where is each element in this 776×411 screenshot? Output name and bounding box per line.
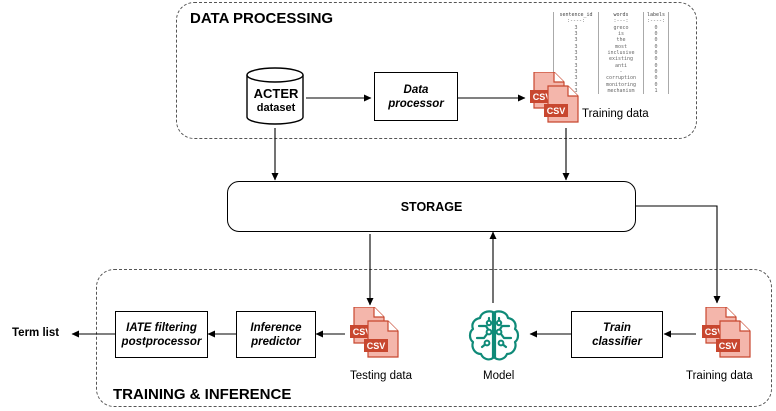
training-inference-group — [96, 269, 772, 407]
csv-text: CSV — [533, 92, 552, 102]
data-processing-title: DATA PROCESSING — [190, 10, 334, 27]
table-preview-cell: labels — [643, 12, 669, 19]
database-icon — [246, 67, 304, 125]
table-preview-cell: 3 — [553, 31, 598, 38]
table-preview-cell: 0 — [643, 75, 669, 82]
csv-text: CSV — [719, 341, 738, 351]
term-list-label: Term list — [12, 327, 60, 339]
table-preview-cell: most — [598, 43, 643, 51]
storage-box: STORAGE — [227, 181, 636, 232]
table-preview-cell: monitoring — [598, 81, 643, 89]
table-preview-cell: :----: — [553, 18, 598, 25]
train-classifier-box: Train classifier — [571, 311, 663, 358]
model-label: Model — [483, 370, 515, 382]
data-processing-group — [176, 2, 697, 139]
table-preview-cell: 3 — [553, 37, 598, 44]
table-preview-cell: 0 — [643, 50, 669, 57]
table-preview-cell: 3 — [553, 24, 598, 32]
testing-data-label: Testing data — [350, 370, 413, 382]
table-preview-cell: the — [598, 37, 643, 44]
table-preview-cell: 3 — [553, 50, 598, 57]
csv-file-icon: CSV CSV — [528, 71, 582, 137]
table-preview-cell: 0 — [643, 24, 669, 32]
brain-circuit-icon — [468, 310, 520, 361]
table-preview-cell: words — [598, 12, 643, 19]
csv-text: CSV — [705, 327, 724, 337]
table-preview-cell: 3 — [553, 56, 598, 63]
arrow-storage-to-train-data — [636, 205, 721, 304]
inference-predictor-box: Inference predictor — [236, 311, 316, 358]
table-preview-cell: 0 — [643, 81, 669, 89]
table-preview-cell: is — [598, 31, 643, 38]
csv-file-icon: CSV CSV — [348, 306, 402, 372]
table-preview-cell: 0 — [643, 43, 669, 51]
table-preview-cell: :---: — [598, 18, 643, 25]
table-preview-cell: corruption — [598, 75, 643, 82]
table-preview-cell: :----: — [643, 18, 669, 25]
table-preview-cell: 0 — [643, 31, 669, 38]
table-preview-cell: 0 — [643, 69, 669, 76]
table-preview-cell: 0 — [643, 62, 669, 70]
table-preview-cell: mechanism — [598, 88, 643, 95]
table-preview-cell: - — [598, 69, 643, 76]
table-preview-cell: existing — [598, 56, 643, 63]
training-inference-title: TRAINING & INFERENCE — [113, 386, 292, 403]
csv-file-icon: CSV CSV — [700, 306, 754, 372]
training-data-label: Training data — [686, 370, 753, 382]
table-preview-cell: 3 — [553, 62, 598, 70]
iate-postprocessor-box: IATE filtering postprocessor — [115, 311, 208, 358]
table-preview-cell: inclusive — [598, 50, 643, 57]
table-preview-row: :----::---::----: — [553, 18, 669, 25]
acter-dataset-sublabel: dataset — [256, 102, 296, 114]
table-preview-cell: 0 — [643, 37, 669, 44]
table-preview-cell: sentence_id — [553, 12, 598, 19]
table-preview-cell: anti — [598, 62, 643, 70]
training-data-label: Training data — [582, 108, 649, 120]
table-preview-cell: 3 — [553, 43, 598, 51]
table-preview-cell: 1 — [643, 88, 669, 95]
csv-text: CSV — [367, 341, 386, 351]
csv-text: CSV — [547, 106, 566, 116]
csv-text: CSV — [353, 327, 372, 337]
table-preview-cell: 0 — [643, 56, 669, 63]
table-preview-cell: greco — [598, 24, 643, 32]
data-processor-box: Data processor — [374, 72, 458, 121]
acter-dataset-label: ACTER — [253, 86, 299, 101]
